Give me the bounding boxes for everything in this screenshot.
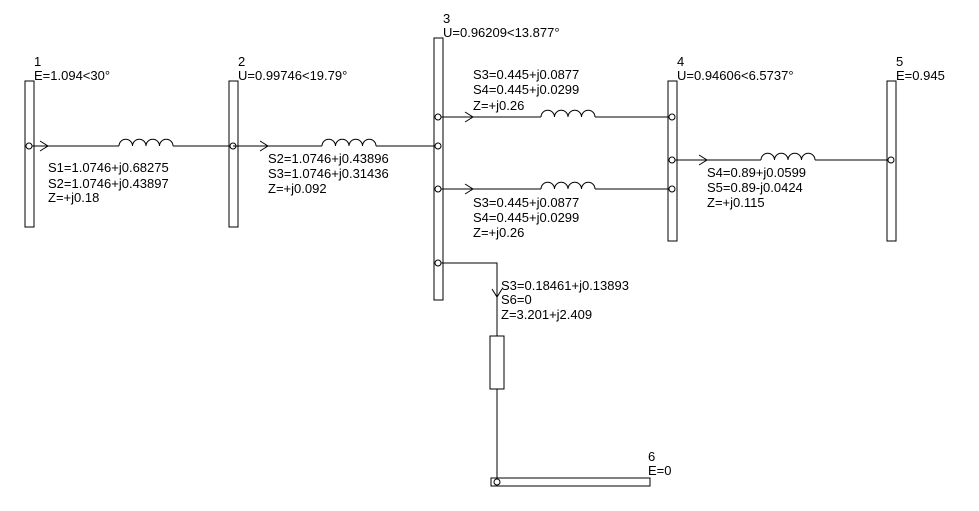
branch-1-2-flow-s1: S1=1.0746+j0.68275 bbox=[48, 160, 169, 175]
bus-3-node-upper bbox=[434, 113, 442, 121]
bus-5-value: E=0.945 bbox=[896, 68, 945, 83]
bus-3-value: U=0.96209<13.877° bbox=[443, 25, 560, 40]
bus-4-value: U=0.94606<6.5737° bbox=[677, 68, 794, 83]
branch-3-4-lower[interactable] bbox=[434, 181, 676, 195]
branch-2-3[interactable] bbox=[233, 138, 442, 152]
branch-1-2-impedance: Z=+j0.18 bbox=[48, 190, 99, 205]
branch-4-5-flow-s5: S5=0.89-j0.0424 bbox=[707, 180, 803, 195]
bus-2-value: U=0.99746<19.79° bbox=[238, 68, 347, 83]
branch-3-4-upper-flow-s3: S3=0.445+j0.0877 bbox=[473, 67, 579, 82]
bus-3-node-mid bbox=[434, 142, 442, 150]
bus-2-number: 2 bbox=[238, 54, 245, 69]
branch-2-3-flow-s2: S2=1.0746+j0.43896 bbox=[268, 151, 389, 166]
branch-3-6[interactable] bbox=[434, 259, 505, 486]
branch-4-5-arrow-icon bbox=[698, 154, 708, 166]
branch-3-6-impedance: Z=3.201+j2.409 bbox=[501, 307, 592, 322]
branch-1-2-inductor-icon bbox=[118, 138, 174, 147]
bus-1-node bbox=[25, 142, 33, 150]
branch-3-6-flow-s6: S6=0 bbox=[501, 292, 532, 307]
bus-6-number: 6 bbox=[648, 449, 655, 464]
branch-3-4-upper-flow-s4: S4=0.445+j0.0299 bbox=[473, 82, 579, 97]
branch-2-3-inductor-icon bbox=[321, 138, 377, 147]
bus-4-node-mid bbox=[668, 156, 676, 164]
bus-1-number: 1 bbox=[34, 54, 41, 69]
bus-3-bar[interactable] bbox=[433, 37, 444, 301]
bus-4-node-upper bbox=[668, 113, 676, 121]
bus-3-node-bottom bbox=[434, 259, 442, 267]
bus-2-bar[interactable] bbox=[228, 80, 239, 228]
bus-4-node-lower bbox=[668, 185, 676, 193]
branch-4-5[interactable] bbox=[668, 152, 895, 166]
bus-6-bar[interactable] bbox=[490, 477, 651, 487]
bus-3-number: 3 bbox=[443, 11, 450, 26]
bus-1-value: E=1.094<30° bbox=[34, 68, 110, 83]
branch-2-3-impedance: Z=+j0.092 bbox=[268, 181, 327, 196]
branch-2-3-arrow-icon bbox=[259, 140, 269, 152]
branch-1-2-flow-s2: S2=1.0746+j0.43897 bbox=[48, 176, 169, 191]
bus-5-node bbox=[887, 156, 895, 164]
branch-3-4-lower-impedance: Z=+j0.26 bbox=[473, 225, 524, 240]
branch-3-6-resistor-icon bbox=[489, 335, 505, 390]
bus-5-number: 5 bbox=[896, 54, 903, 69]
bus-4-number: 4 bbox=[677, 54, 684, 69]
branch-3-4-lower-flow-s3: S3=0.445+j0.0877 bbox=[473, 195, 579, 210]
branch-3-4-lower-arrow-icon bbox=[464, 183, 474, 195]
branch-4-5-flow-s4: S4=0.89+j0.0599 bbox=[707, 165, 806, 180]
branch-3-4-upper-impedance: Z=+j0.26 bbox=[473, 98, 524, 113]
bus-6-value: E=0 bbox=[648, 463, 672, 478]
branch-3-4-lower-inductor-icon bbox=[540, 181, 596, 190]
branch-4-5-impedance: Z=+j0.115 bbox=[707, 195, 765, 210]
branch-1-2-arrow-icon bbox=[39, 140, 49, 152]
branch-2-3-flow-s3: S3=1.0746+j0.31436 bbox=[268, 166, 389, 181]
bus-6-node bbox=[493, 478, 501, 486]
branch-1-2[interactable] bbox=[25, 138, 237, 152]
bus-3-node-lower bbox=[434, 185, 442, 193]
branch-3-6-arrow-icon bbox=[491, 288, 503, 298]
branch-4-5-inductor-icon bbox=[760, 152, 816, 161]
branch-3-4-upper[interactable] bbox=[434, 109, 676, 123]
branch-3-6-wire-top bbox=[438, 262, 498, 336]
branch-3-4-upper-arrow-icon bbox=[464, 111, 474, 123]
bus-1-bar[interactable] bbox=[24, 80, 35, 228]
branch-3-4-upper-inductor-icon bbox=[540, 109, 596, 118]
branch-3-4-lower-flow-s4: S4=0.445+j0.0299 bbox=[473, 210, 579, 225]
branch-3-6-flow-s3: S3=0.18461+j0.13893 bbox=[501, 278, 629, 293]
